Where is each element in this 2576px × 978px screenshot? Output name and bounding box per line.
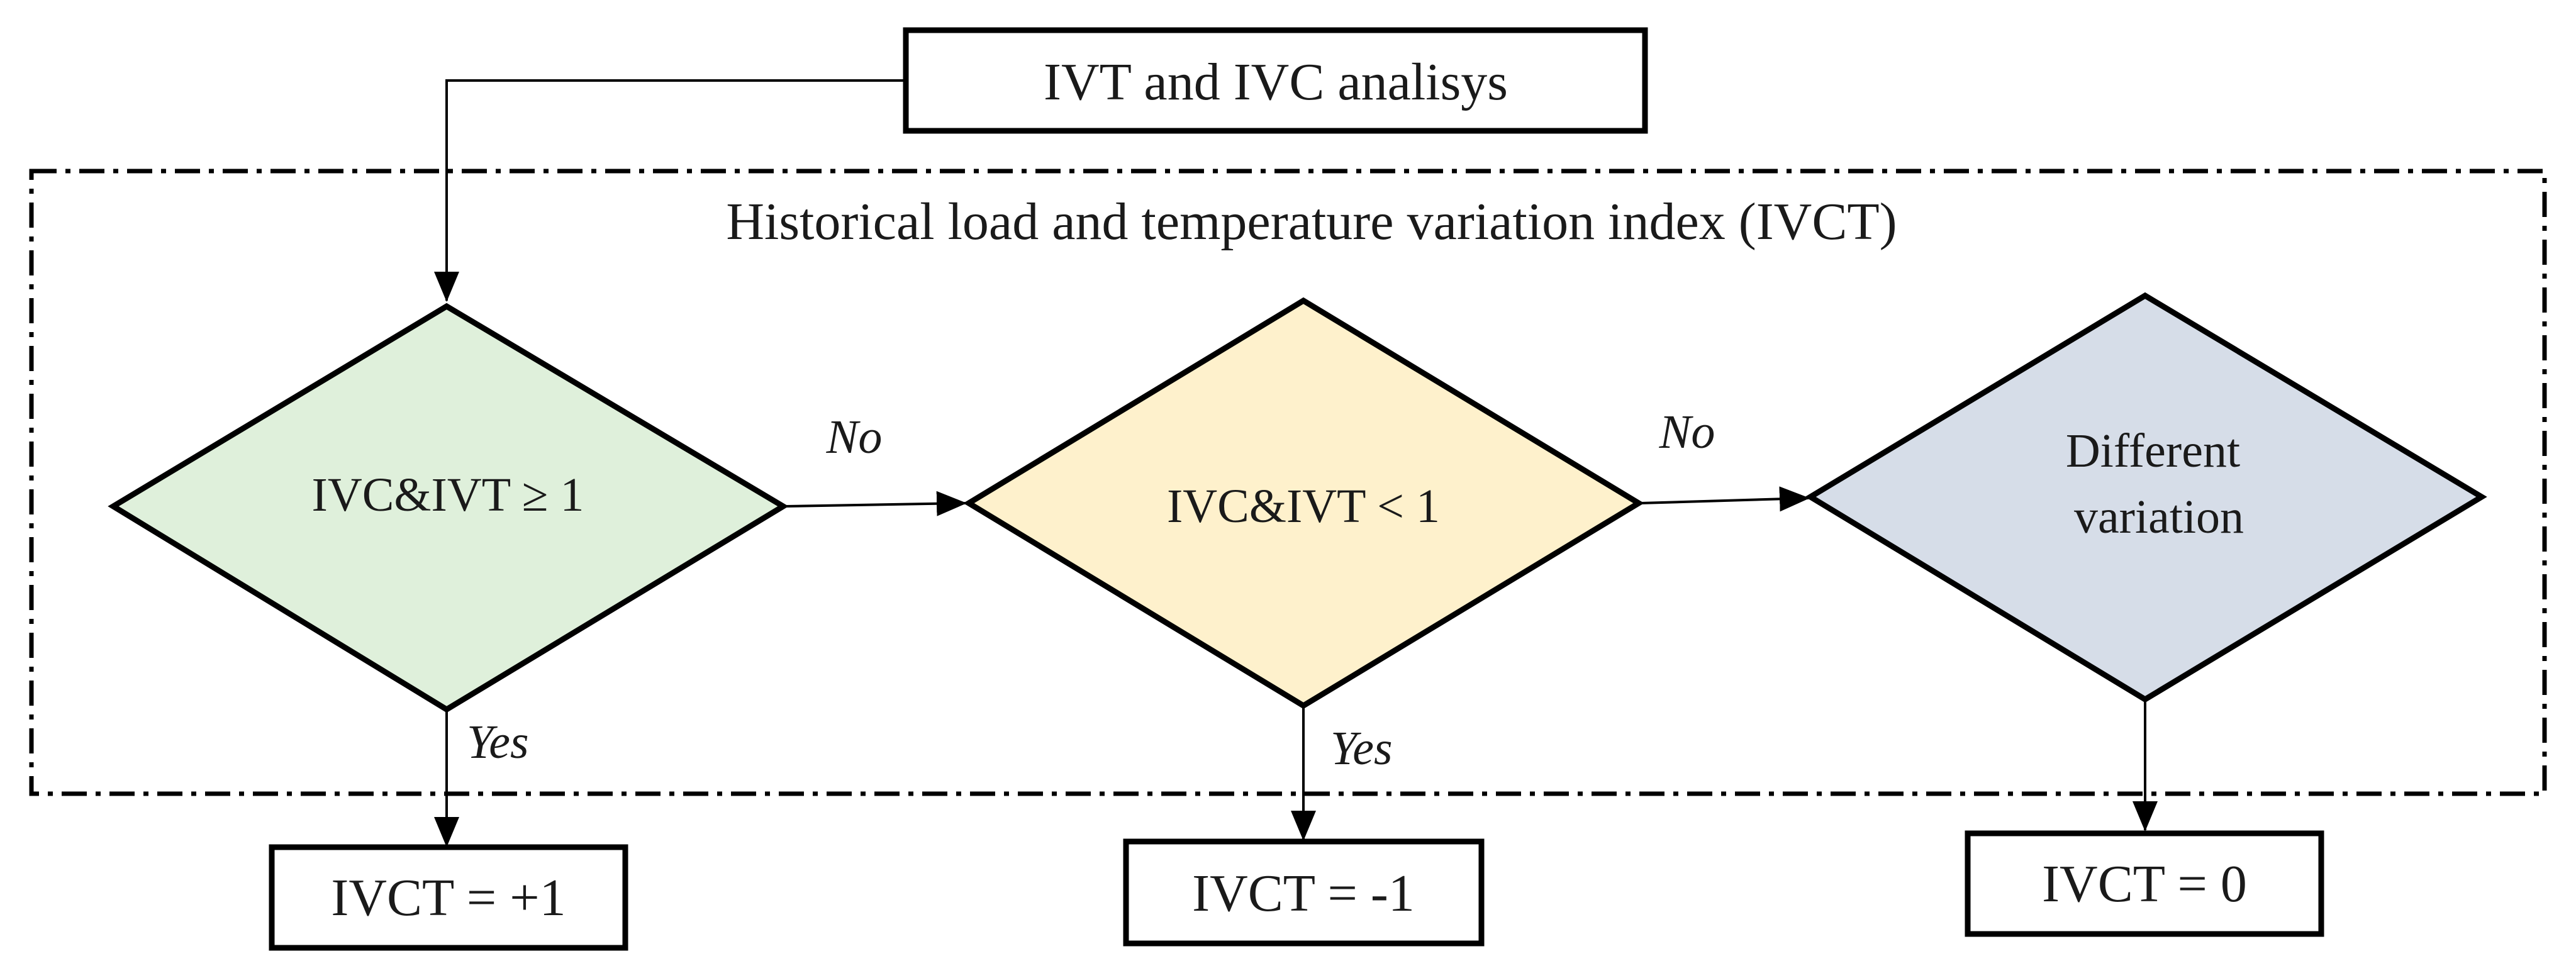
connector-decision-2-to-decision-3 — [1640, 486, 1810, 512]
result-box-1-label: IVCT = +1 — [331, 869, 566, 927]
connector-start-to-decision-1 — [434, 79, 906, 302]
result-box-1 — [269, 844, 628, 951]
decision-2-label: IVC&IVT < 1 — [1167, 480, 1440, 533]
result-box-3-label: IVCT = 0 — [2042, 855, 2247, 913]
group-title: Historical load and temperature variatio… — [726, 192, 1897, 251]
start-box — [903, 27, 1648, 134]
start-box-label: IVT and IVC analisys — [1044, 53, 1508, 111]
connector-decision-1-to-decision-2 — [784, 491, 967, 516]
decision-1-diamond — [108, 303, 789, 713]
result-box-2-label: IVCT = -1 — [1192, 864, 1415, 923]
result-box-3 — [1965, 830, 2324, 937]
group-boundary — [29, 169, 2547, 796]
decision-2-label-line-1: IVC&IVT < 1 — [1167, 480, 1440, 533]
decision-1-label-line-1: IVC&IVT ≥ 1 — [312, 469, 584, 521]
decision-2-diamond — [963, 297, 1644, 709]
decision-1-label: IVC&IVT ≥ 1 — [312, 469, 584, 521]
edge-label-no-2: No — [1659, 406, 1715, 458]
edge-label-no-1: No — [826, 411, 883, 464]
edge-label-yes-1: Yes — [467, 716, 529, 769]
edge-label-yes-2: Yes — [1330, 722, 1393, 775]
decision-3-label: Different variation — [2066, 425, 2252, 543]
decision-3-diamond — [1805, 292, 2487, 703]
decision-3-label-line-2: variation — [2074, 491, 2244, 543]
decision-3-label-line-1: Different — [2066, 425, 2240, 477]
result-box-2 — [1123, 838, 1485, 947]
